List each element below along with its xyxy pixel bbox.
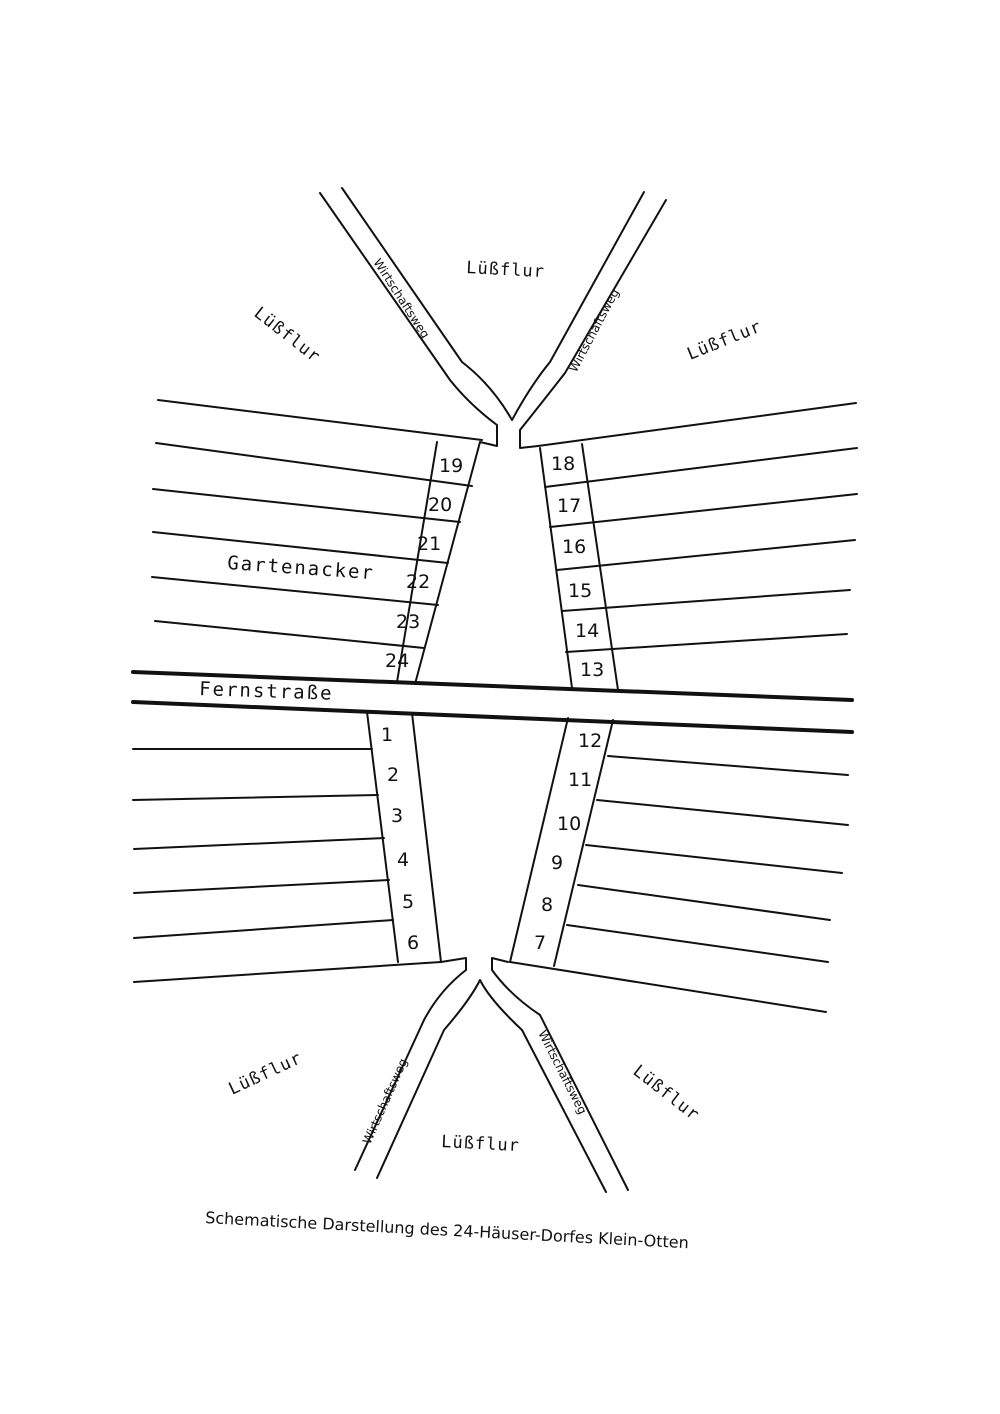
house-15: 15 xyxy=(568,580,592,602)
label-luessflur-top-left: Lüßflur xyxy=(250,303,324,367)
block-bottom-right xyxy=(509,717,849,1013)
house-21: 21 xyxy=(417,533,441,555)
house-14: 14 xyxy=(575,620,599,642)
house-1: 1 xyxy=(381,724,393,746)
label-wirtschaftsweg-top-right: Wirtschaftsweg xyxy=(566,286,622,374)
house-19: 19 xyxy=(439,455,463,477)
label-luessflur-bottom-right: Lüßflur xyxy=(629,1061,703,1125)
house-9: 9 xyxy=(551,852,563,874)
house-22: 22 xyxy=(406,571,430,593)
house-13: 13 xyxy=(580,659,604,681)
house-12: 12 xyxy=(578,730,602,752)
house-18: 18 xyxy=(551,453,575,475)
house-11: 11 xyxy=(568,769,592,791)
fernstrasse-road xyxy=(131,670,854,734)
label-luessflur-bottom: Lüßflur xyxy=(441,1132,521,1156)
house-7: 7 xyxy=(534,932,546,954)
house-17: 17 xyxy=(557,495,581,517)
block-bottom-left xyxy=(132,711,442,983)
label-luessflur-top-right: Lüßflur xyxy=(684,317,764,365)
house-16: 16 xyxy=(562,536,586,558)
house-3: 3 xyxy=(391,805,403,827)
house-4: 4 xyxy=(397,849,409,871)
house-24: 24 xyxy=(385,650,409,672)
house-23: 23 xyxy=(396,611,420,633)
block-top-right xyxy=(537,402,858,691)
label-luessflur-bottom-left: Lüßflur xyxy=(226,1048,306,1099)
house-2: 2 xyxy=(387,764,399,786)
house-8: 8 xyxy=(541,894,553,916)
bottom-wirtschaftsweg xyxy=(354,957,629,1193)
house-6: 6 xyxy=(407,932,419,954)
label-wirtschaftsweg-bottom-left: Wirtschaftsweg xyxy=(360,1056,410,1146)
label-gartenacker: Gartenacker xyxy=(227,552,376,584)
label-wirtschaftsweg-top-left: Wirtschaftsweg xyxy=(370,256,432,341)
house-5: 5 xyxy=(402,891,414,913)
house-numbers: 1 2 3 4 5 6 7 8 9 10 11 12 13 14 15 16 1… xyxy=(381,453,604,954)
label-luessflur-top: Lüßflur xyxy=(466,258,546,282)
top-wirtschaftsweg xyxy=(319,187,667,449)
house-10: 10 xyxy=(557,813,581,835)
caption: Schematische Darstellung des 24-Häuser-D… xyxy=(205,1208,689,1252)
house-20: 20 xyxy=(428,494,452,516)
block-top-left xyxy=(151,399,483,685)
label-fernstrasse: Fernstraße xyxy=(199,678,334,705)
